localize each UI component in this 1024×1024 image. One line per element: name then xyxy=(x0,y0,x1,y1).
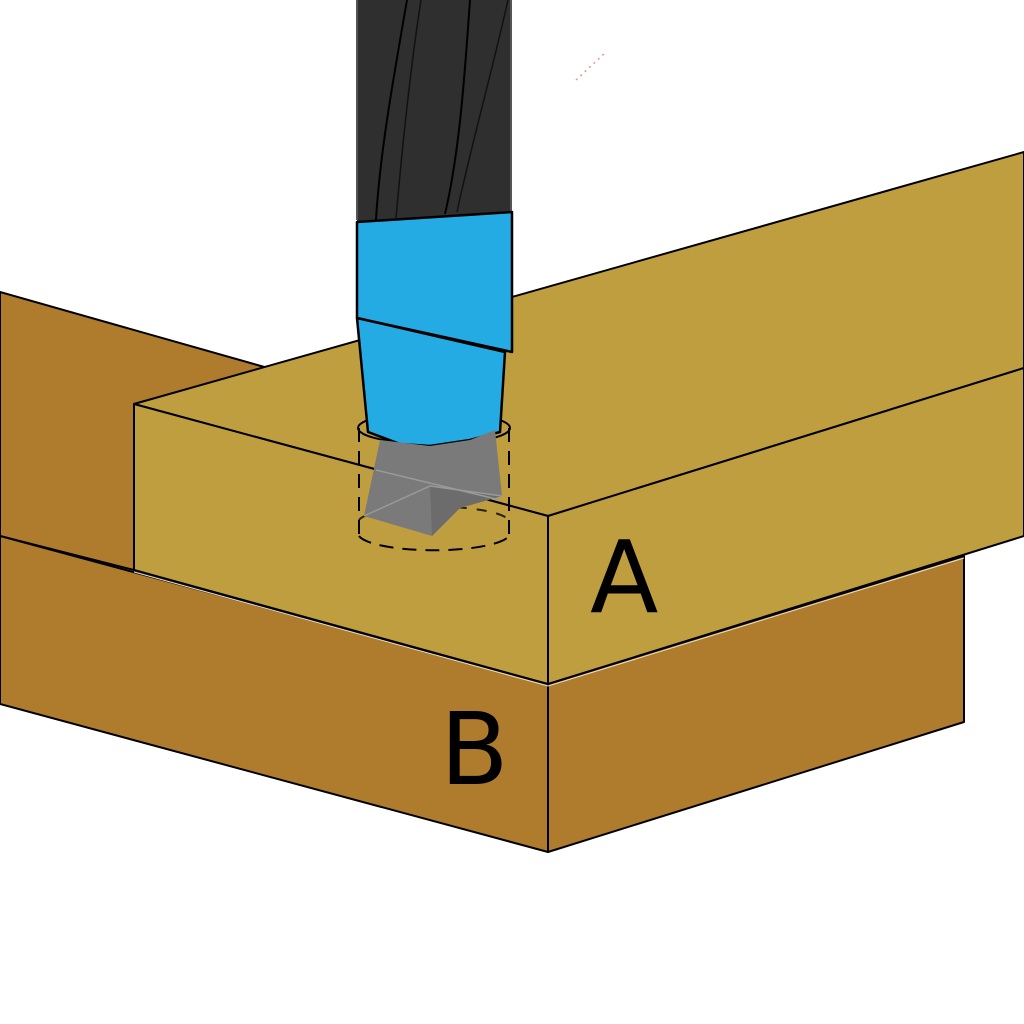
depth-collar xyxy=(355,210,514,448)
drill xyxy=(355,0,514,536)
board-a xyxy=(133,151,1024,685)
drill-shank xyxy=(357,0,511,222)
label-b: B xyxy=(440,691,509,808)
seam-line xyxy=(133,557,965,687)
bit-tip xyxy=(363,430,503,536)
label-a: A xyxy=(590,519,658,636)
board-b xyxy=(0,291,965,853)
dotted-mark xyxy=(575,51,607,81)
